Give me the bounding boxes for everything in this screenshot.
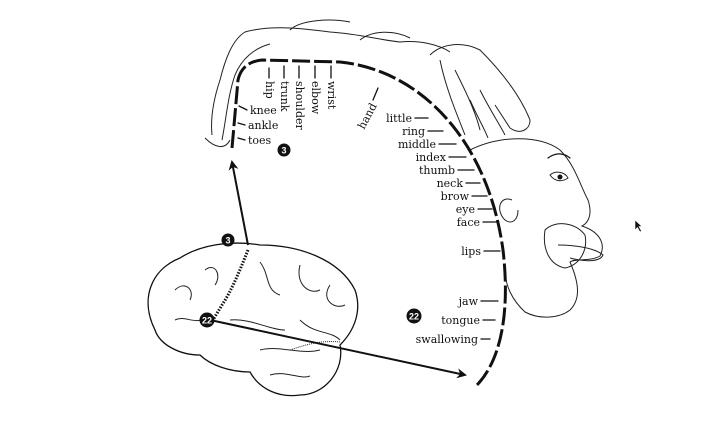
label-middle: middle xyxy=(398,138,436,151)
label-thumb: thumb xyxy=(419,164,455,177)
label-toes: toes xyxy=(248,134,272,147)
label-hand: hand xyxy=(355,101,380,132)
badge-3-strip: 3 xyxy=(277,143,291,157)
arrow-to-leg xyxy=(228,160,249,246)
label-hip: hip xyxy=(263,81,276,99)
svg-text:22: 22 xyxy=(202,316,212,326)
label-swallowing: swallowing xyxy=(416,333,478,346)
label-index: index xyxy=(416,151,447,164)
label-tongue: tongue xyxy=(441,314,480,327)
svg-text:3: 3 xyxy=(281,146,286,156)
label-neck: neck xyxy=(437,177,464,190)
label-jaw: jaw xyxy=(457,295,479,308)
body-part-labels: knee ankle toes hip trunk shoulder elbow… xyxy=(248,81,481,346)
label-trunk: trunk xyxy=(278,81,291,112)
svg-text:22: 22 xyxy=(409,312,419,322)
badge-3-brain: 3 xyxy=(221,233,235,247)
label-lips: lips xyxy=(461,245,481,258)
badge-22-brain: 22 xyxy=(199,312,215,328)
label-tick-lines xyxy=(237,65,501,340)
label-wrist: wrist xyxy=(325,81,338,110)
badge-22-strip: 22 xyxy=(406,308,422,324)
label-brow: brow xyxy=(441,190,470,203)
label-eye: eye xyxy=(456,203,475,216)
label-ring: ring xyxy=(402,125,425,138)
label-knee: knee xyxy=(250,104,277,117)
brain-drawing xyxy=(147,242,359,397)
homunculus-face-drawing xyxy=(469,138,604,318)
arrow-to-mouth xyxy=(209,319,467,379)
motor-cortex-arc xyxy=(230,58,507,388)
mouse-cursor-icon xyxy=(634,219,643,233)
homunculus-body-drawing xyxy=(204,19,531,147)
label-face: face xyxy=(457,216,480,229)
label-shoulder: shoulder xyxy=(293,81,306,131)
svg-text:3: 3 xyxy=(225,236,230,246)
label-little: little xyxy=(386,112,412,125)
label-elbow: elbow xyxy=(309,81,322,115)
label-ankle: ankle xyxy=(248,119,278,132)
